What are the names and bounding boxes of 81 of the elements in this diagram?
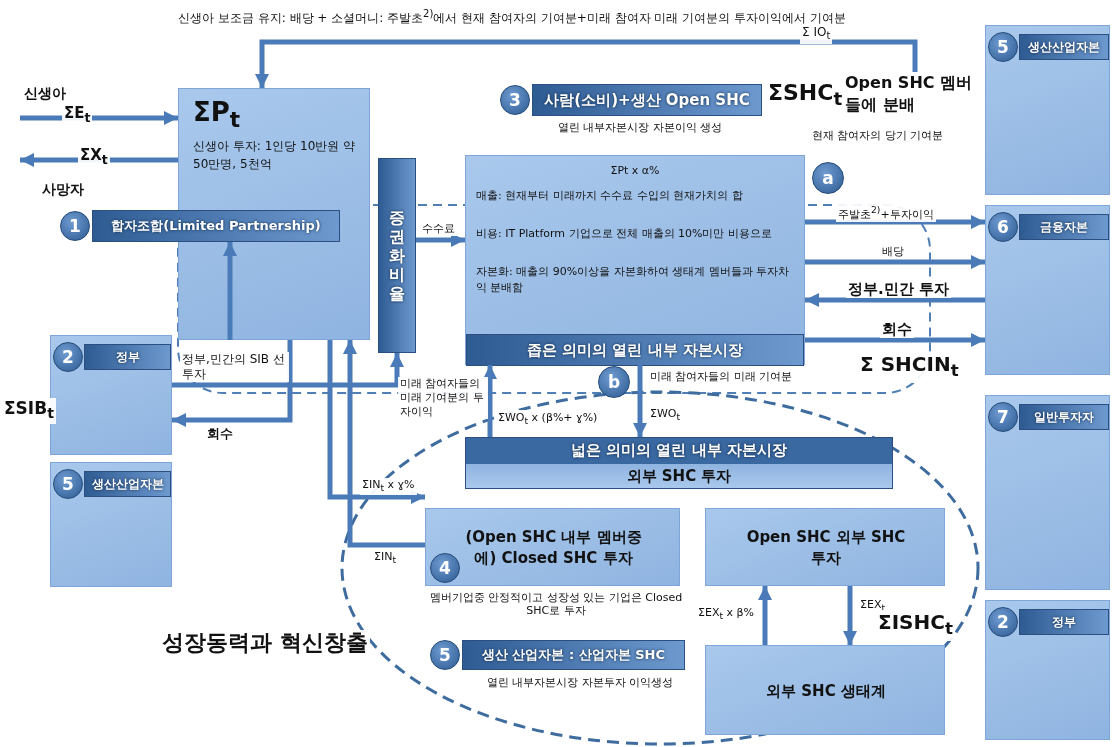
note-text: 현재 참여자의 당기 기여분 — [810, 128, 946, 143]
node-label: 열린 내부자본시장 자본투자 이익생성 — [485, 676, 675, 689]
panel — [705, 645, 945, 735]
panel — [985, 25, 1110, 195]
number-badge: 5 — [430, 640, 460, 670]
arrow — [805, 293, 985, 307]
formula-heading: ΣP$_{t}$ — [193, 97, 241, 133]
formula-label: ΣSIB$_{t}$ — [2, 398, 56, 425]
title-banner: 생산 산업자본 : 산업자본 SHC — [462, 640, 685, 670]
arrow — [172, 340, 293, 427]
panel — [705, 508, 945, 586]
card-title: Open SHC 외부 SHC 투자 — [745, 527, 907, 569]
title-banner: 좁은 의미의 열린 내부 자본시장 — [466, 334, 804, 366]
edge-label: 수수료 — [420, 222, 457, 236]
edge-label: 미래 참여자들의 미래 기여분의 투자이익 — [398, 377, 488, 419]
arrow — [416, 233, 465, 247]
panel — [985, 395, 1110, 590]
edge-label: 신생아 보조금 유지: 배당 + 소셜머니: 주발초$^{2)}$에서 현재 참여자의 기여분+미래 참여자 미래 기여분의 투자이익에서 기여분 — [177, 7, 847, 26]
number-badge: 7 — [988, 402, 1018, 432]
number-badge: 2 — [53, 342, 83, 372]
formula-label: Σ IO$_{t}$ — [800, 24, 833, 45]
banner-subtitle: 외부 SHC 투자 — [625, 467, 733, 486]
edge-label: 미래 참여자들의 미래 기여분 — [648, 370, 795, 384]
title-banner: 사람(소비)+생산 Open SHC — [532, 84, 762, 116]
card-title: 외부 SHC 생태계 — [765, 680, 887, 702]
heading-text: 성장동력과 혁신창출 — [160, 630, 370, 656]
arrow — [255, 39, 918, 88]
edge-label: 회수 — [880, 320, 914, 338]
panel — [425, 508, 680, 586]
arrow — [172, 353, 404, 388]
title-banner: 정부 — [84, 344, 171, 370]
node-label: 멤버기업중 안정적이고 성장성 있는 기업은 Closed SHC로 투자 — [428, 591, 684, 617]
arrow — [805, 333, 985, 347]
arrow — [327, 340, 425, 504]
edge-label: 주발초$^{2)}$+투자이익 — [836, 203, 936, 222]
paragraph: 신생아 투자: 1인당 10반원 약 50만명, 5천억 — [193, 138, 357, 173]
edge-label: 배당 — [880, 245, 906, 259]
formula-text: ΣPt x α% — [609, 164, 661, 177]
number-badge: 5 — [53, 469, 83, 499]
edge-label: 정부.민간 투자 — [846, 280, 951, 298]
number-badge: 3 — [500, 85, 530, 115]
number-badge: 2 — [988, 607, 1018, 637]
arrow — [223, 242, 237, 340]
title-banner: 생산산업자본 — [1019, 34, 1109, 60]
edge-label: 회수 — [205, 426, 235, 442]
banner-title: 넓은 의미의 열린 내부 자본시장 — [570, 441, 788, 460]
heading-text: Open SHC 멤버들에 분배 — [845, 72, 980, 116]
arrow — [805, 255, 985, 269]
title-banner — [465, 437, 893, 489]
panel — [50, 462, 172, 587]
edge-label: 정부,민간의 SIB 선 투자 — [180, 352, 289, 382]
letter-badge: b — [598, 366, 630, 398]
arrow — [758, 586, 772, 645]
number-badge: 1 — [60, 211, 90, 241]
arrow — [343, 340, 425, 548]
title-banner: 생산산업자본 — [84, 471, 171, 497]
panel — [465, 155, 805, 365]
title-banner: 금융자본 — [1019, 214, 1109, 240]
letter-badge: a — [812, 162, 844, 194]
panel — [985, 600, 1110, 740]
title-banner: 합자조합(Limited Partnership) — [92, 210, 340, 242]
title-banner: 정부 — [1019, 609, 1109, 635]
note-text: 사망자 — [40, 180, 86, 198]
node-label: 열린 내부자본시장 자본이익 생성 — [556, 121, 724, 134]
card-title: (Open SHC 내부 멤버중에) Closed SHC 투자 — [464, 527, 643, 569]
vertical-banner: 증권화 비율 — [378, 158, 416, 353]
formula-label: ΣISHC$_{t}$ — [876, 610, 955, 641]
arrow — [633, 365, 647, 437]
paragraph: 자본화: 매출의 90%이상을 자본화하여 생태계 멤버들과 투자차익 분배함 — [476, 264, 791, 296]
paragraph: 비용: IT Platform 기업으로 전체 매출의 10%미만 비용으로 — [476, 226, 773, 242]
edge-label: ΣIN$_{t}$ x ɣ% — [360, 478, 417, 496]
arrow — [483, 365, 497, 437]
paragraph: 매출: 현재부터 미래까지 수수료 수입의 현재가치의 합 — [476, 188, 744, 204]
arrow — [805, 215, 985, 229]
number-badge: 4 — [430, 553, 460, 583]
arrow — [843, 586, 857, 645]
panel — [985, 205, 1110, 375]
number-badge: 6 — [988, 212, 1018, 242]
note-text: 신생아 — [22, 84, 68, 102]
number-badge: 5 — [988, 32, 1018, 62]
title-banner: 일반투자자 — [1019, 404, 1109, 430]
